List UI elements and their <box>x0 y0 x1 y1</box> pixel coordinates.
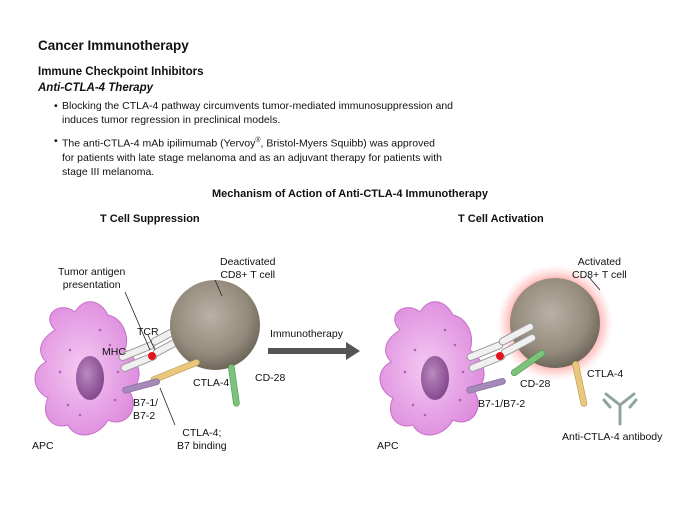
bullet-item: • The anti-CTLA-4 mAb ipilimumab (Yervoy… <box>54 134 562 179</box>
bullet-dot: • <box>54 100 58 112</box>
tcell-activated <box>510 278 600 368</box>
label-line: Deactivated <box>220 256 276 268</box>
bullet-text: , Bristol-Myers Squibb) was approved <box>260 137 436 150</box>
label-line: Tumor antigen <box>58 266 126 278</box>
label-line: CD8+ T cell <box>220 269 276 281</box>
left-panel <box>34 279 260 436</box>
tumor-antigen-left <box>148 352 156 360</box>
b7-left <box>122 378 160 394</box>
anti-ctla4-antibody <box>602 392 638 426</box>
label-apc-left: APC <box>32 440 54 452</box>
section-heading: Immune Checkpoint Inhibitors <box>38 66 204 78</box>
label-line: B7 binding <box>177 440 227 452</box>
bullet-item: • Blocking the CTLA-4 pathway circumvent… <box>54 99 562 127</box>
label-line: CD8+ T cell <box>572 269 627 281</box>
label-tumor-antigen: Tumor antigen presentation <box>58 266 125 292</box>
label-mhc: MHC <box>102 346 126 358</box>
apc-granules-left <box>58 328 120 417</box>
label-apc-right: APC <box>377 440 399 452</box>
b7-right <box>466 378 506 394</box>
apc-granules-right <box>403 328 465 417</box>
registered-mark: ® <box>255 137 261 144</box>
label-immunotherapy: Immunotherapy <box>270 328 343 340</box>
diagram-title: Mechanism of Action of Anti-CTLA-4 Immun… <box>211 188 489 200</box>
bullet-line: for patients with late stage melanoma an… <box>62 151 442 164</box>
panel-heading-activation: T Cell Activation <box>458 213 544 225</box>
cd28-right <box>510 349 546 377</box>
label-activated-tcell: Activated CD8+ T cell <box>572 256 627 282</box>
label-ctla4-right: CTLA-4 <box>587 368 624 380</box>
cd28-left <box>228 364 240 407</box>
label-line: B7-1/ <box>133 397 159 409</box>
label-antibody: Anti-CTLA-4 antibody <box>562 431 663 443</box>
label-cd28-right: CD-28 <box>520 378 551 390</box>
bullet-line: Blocking the CTLA-4 pathway circumvents … <box>62 100 454 112</box>
leader-lines-left <box>124 279 223 426</box>
label-cd28: CD-28 <box>255 372 286 384</box>
label-line: Activated <box>577 256 621 268</box>
page-title: Cancer Immunotherapy <box>38 38 189 53</box>
right-panel <box>379 265 638 436</box>
immunotherapy-arrow <box>268 342 360 360</box>
label-b7-right: B7-1/B7-2 <box>478 398 526 410</box>
bullet-line: induces tumor regression in preclinical … <box>62 114 281 126</box>
label-line: presentation <box>62 279 121 291</box>
bullet-line: The anti-CTLA-4 mAb ipilimumab (Yervoy®,… <box>62 134 562 151</box>
ctla4-right <box>572 361 588 407</box>
label-b7: B7-1/ B7-2 <box>133 397 158 423</box>
label-ctla4: CTLA-4 <box>193 377 230 389</box>
label-line: B7-2 <box>133 410 156 422</box>
subsection-heading: Anti-CTLA-4 Therapy <box>38 82 153 94</box>
apc-nucleus-left <box>76 356 104 400</box>
bullet-line: stage III melanoma. <box>62 165 155 178</box>
bullet-text: The anti-CTLA-4 mAb ipilimumab (Yervoy <box>62 137 256 150</box>
leader-lines-right <box>587 275 601 291</box>
bullet-dot: • <box>54 135 58 147</box>
mhc-molecule-right <box>466 341 506 372</box>
label-deactivated-tcell: Deactivated CD8+ T cell <box>220 256 275 282</box>
tumor-antigen-right <box>496 352 504 360</box>
label-ctla4-b7-binding: CTLA-4; B7 binding <box>177 427 227 453</box>
tcell-deactivated <box>170 280 260 370</box>
label-line: CTLA-4; <box>182 427 222 439</box>
apc-nucleus-right <box>421 356 449 400</box>
label-tcr: TCR <box>137 326 159 338</box>
tcr-right <box>498 322 537 357</box>
panel-heading-suppression: T Cell Suppression <box>100 213 200 225</box>
